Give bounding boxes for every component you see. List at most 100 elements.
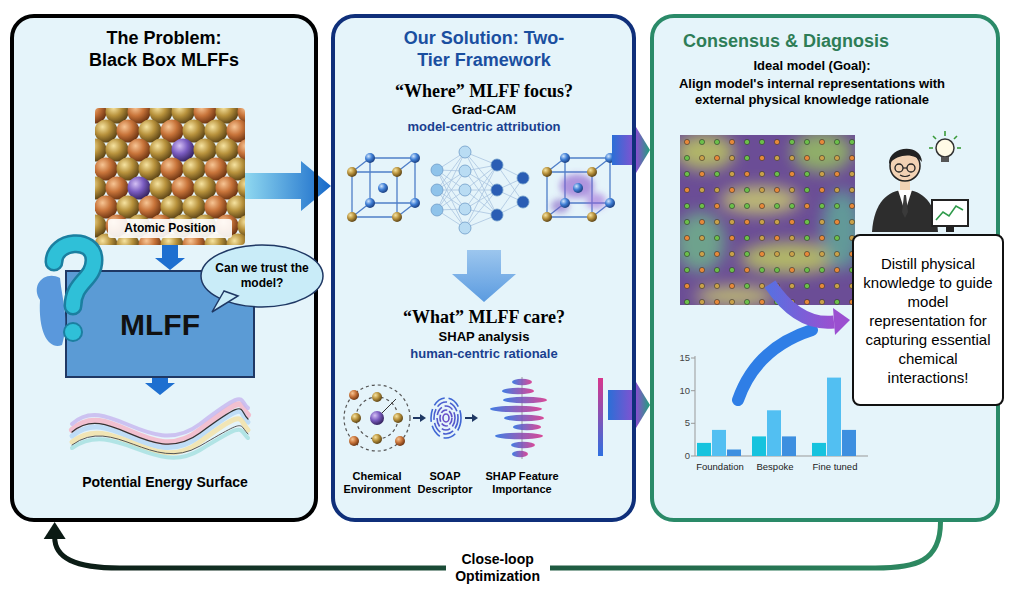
- atom-dot: [714, 171, 719, 176]
- fingerprint-icon: [431, 398, 461, 438]
- atom-dot: [699, 203, 704, 208]
- arrow: [636, 127, 650, 173]
- atom-dot: [744, 235, 749, 240]
- icon-caption-wrap: SOAP Descriptor: [414, 470, 476, 496]
- atom-dot: [744, 219, 749, 224]
- bar-chart: [712, 430, 726, 456]
- atom-dot: [684, 203, 689, 208]
- image-caption: Potential Energy Surface: [60, 474, 270, 491]
- fingerprint-icon: [431, 398, 461, 438]
- scientist-icon: [900, 175, 910, 177]
- environment-icon: [370, 411, 384, 425]
- heatmap: [680, 212, 725, 272]
- panel-title: The Problem: Black Box MLFFs: [85, 27, 244, 71]
- atom: [378, 183, 388, 193]
- scientist-icon: [932, 200, 968, 226]
- atom-dot: [789, 171, 794, 176]
- icon-caption-wrap: SHAP Feature Importance: [482, 470, 562, 496]
- environment-icon: [344, 385, 410, 451]
- environment-icon: [372, 434, 382, 444]
- method-note-wrap: model-centric attribution: [340, 119, 628, 135]
- atom-dot: [834, 155, 839, 160]
- atom-dot: [819, 203, 824, 208]
- atom-dot: [804, 251, 809, 256]
- atom-dot: [759, 219, 764, 224]
- atom-dot: [819, 299, 824, 304]
- atom-dot: [729, 299, 734, 304]
- bar-chart: [827, 378, 841, 456]
- atom-dot: [774, 267, 779, 272]
- axis-tick: 5: [666, 417, 690, 429]
- scientist-icon: [944, 131, 946, 136]
- question-icon: [37, 276, 66, 346]
- atom: [587, 167, 597, 177]
- scientist-icon: [933, 136, 936, 139]
- atom: [392, 167, 402, 177]
- network-node: [517, 196, 529, 208]
- scientist-icon: [907, 164, 915, 172]
- atom-dot: [804, 187, 809, 192]
- axis-tick-wrap: 0: [666, 450, 690, 462]
- atom-dot: [759, 187, 764, 192]
- atom-dot: [804, 283, 809, 288]
- atom-dot: [804, 299, 809, 304]
- atom-dot: [774, 155, 779, 160]
- environment-icon: [351, 413, 361, 423]
- atom-dot: [834, 187, 839, 192]
- atom-dot: [759, 267, 764, 272]
- atom-dot: [699, 139, 704, 144]
- atom-dot: [849, 219, 854, 224]
- atom-lattice: [95, 108, 245, 245]
- atom-dot: [774, 139, 779, 144]
- bar-chart: [752, 436, 766, 456]
- scientist-icon: [946, 226, 954, 232]
- axis-label: Fine tuned: [808, 461, 862, 473]
- scientist-icon: [872, 131, 968, 232]
- guide-arrow: [770, 284, 834, 322]
- atom-dot: [744, 283, 749, 288]
- atom: [347, 167, 357, 177]
- atom-dot: [834, 251, 839, 256]
- atom-dot: [819, 267, 824, 272]
- heatmap: [822, 190, 855, 270]
- panel-title-wrap: Our Solution: Two-Tier Framework: [391, 27, 577, 71]
- axis-label: Bespoke: [748, 461, 802, 473]
- atom-dot: [759, 139, 764, 144]
- fingerprint-icon: [437, 406, 455, 430]
- atom: [542, 167, 552, 177]
- atom-dot: [834, 283, 839, 288]
- section-heading: “Where” MLFF focus?: [340, 80, 628, 102]
- atom: [560, 198, 570, 208]
- bar-chart: [782, 436, 796, 456]
- fingerprint-icon: [443, 414, 449, 422]
- panel-title-wrap: Consensus & Diagnosis: [683, 30, 983, 52]
- heatmap: [684, 139, 854, 304]
- environment-icon: [372, 392, 382, 402]
- atom-dot: [774, 187, 779, 192]
- neural-network: [431, 146, 529, 234]
- connector: [245, 161, 331, 211]
- bubble-tail: [212, 291, 238, 312]
- atom-dot: [819, 235, 824, 240]
- atom-dot: [774, 171, 779, 176]
- scientist-icon: [889, 149, 922, 164]
- atom-dot: [729, 267, 734, 272]
- atom-dot: [744, 187, 749, 192]
- bar-chart: [767, 410, 781, 456]
- environment-icon: [356, 397, 398, 439]
- section-heading: “What” MLFF care?: [340, 306, 628, 328]
- crystal-cell: [547, 158, 610, 217]
- network-node: [491, 209, 503, 221]
- network-node: [431, 184, 443, 196]
- icon-caption: SOAP Descriptor: [414, 470, 476, 496]
- atom-dot: [819, 283, 824, 288]
- atom-dot: [849, 187, 854, 192]
- atom-dot: [759, 299, 764, 304]
- crystal-atoms: [347, 153, 615, 222]
- environment-icon: [395, 436, 405, 446]
- atom-dot: [729, 171, 734, 176]
- goal-heading: Ideal model (Goal):: [672, 58, 952, 74]
- atom-dot: [699, 299, 704, 304]
- crystal-cell: [352, 158, 610, 217]
